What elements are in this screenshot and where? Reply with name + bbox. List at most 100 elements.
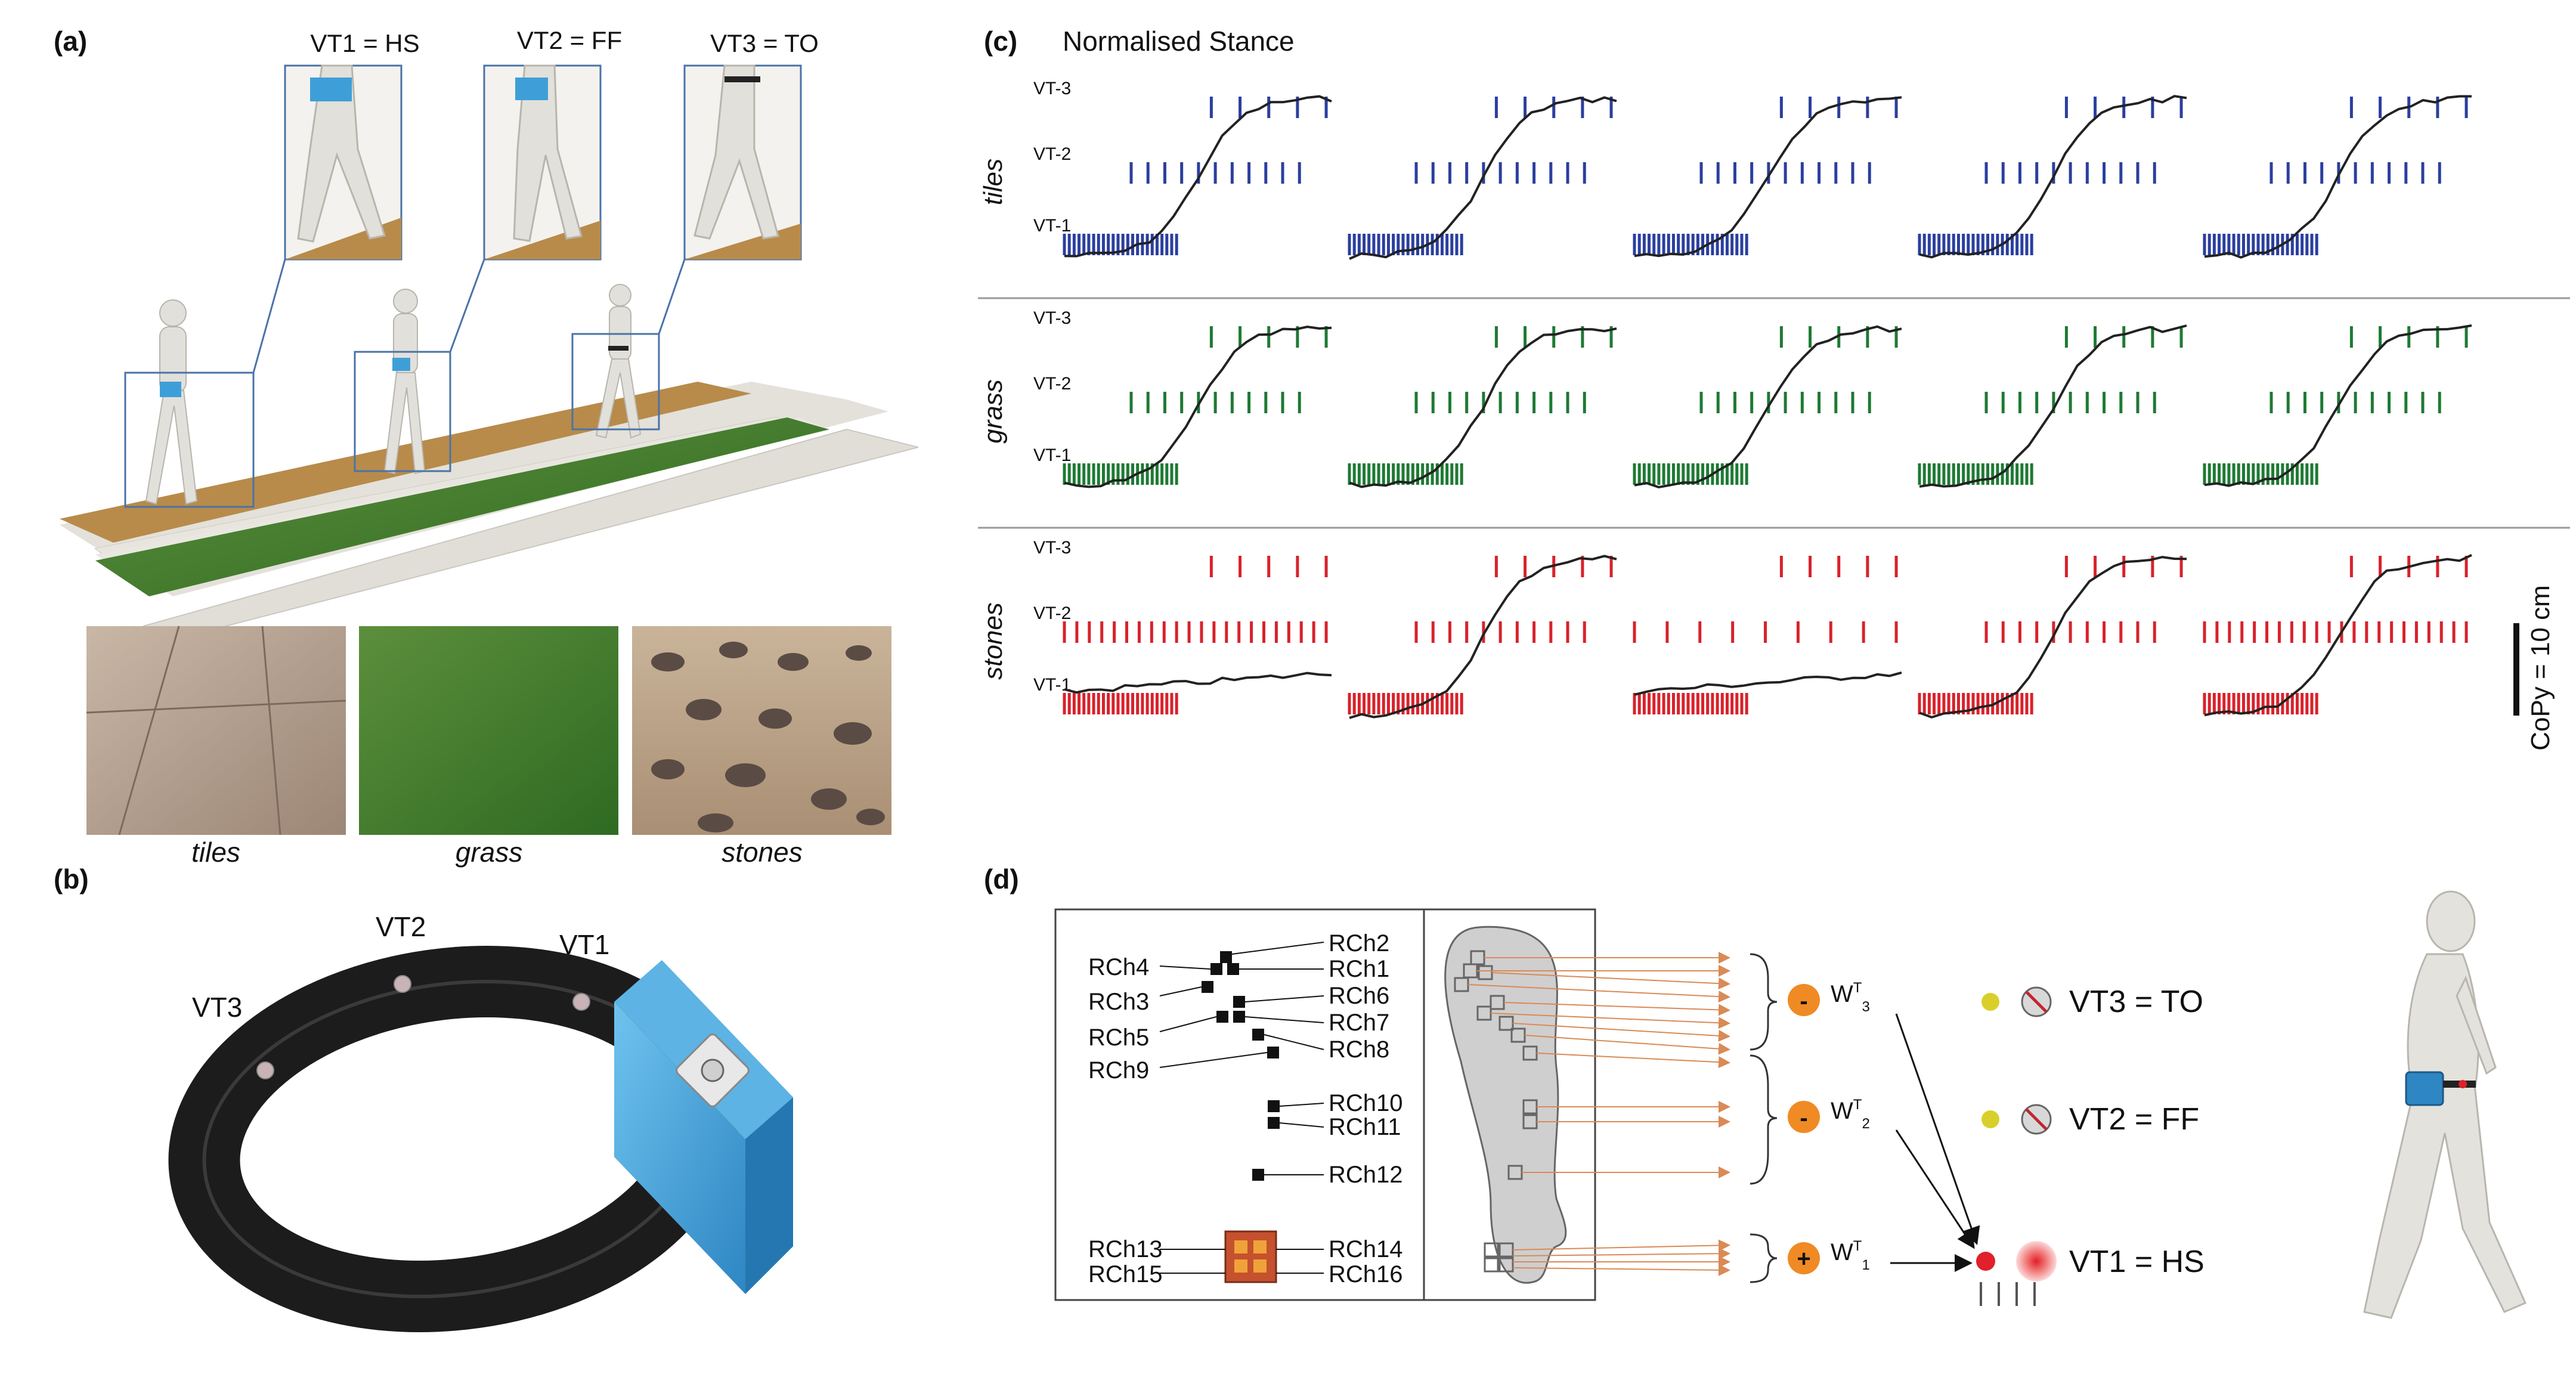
output-label-vt1: VT1 = HS	[2069, 1245, 2205, 1279]
panel-b-letter: (b)	[54, 863, 89, 895]
belt-label-vt1: VT1	[559, 929, 609, 960]
level-label: VT-2	[1033, 603, 1071, 623]
channel-label-rch5: RCh5	[1088, 1025, 1149, 1051]
channel-label-rch7: RCh7	[1329, 1010, 1389, 1036]
cop-trace	[1634, 671, 1902, 696]
stones-pebbles	[651, 642, 885, 832]
output-neuron	[1976, 1252, 1995, 1271]
weight-labels: WT3 WT2 WT1	[1831, 980, 1870, 1273]
leader-lines	[1159, 942, 1324, 1274]
channel-label-rch15: RCh15	[1088, 1261, 1163, 1287]
channel-label-rch1: RCh1	[1329, 956, 1389, 982]
panel-b: (b) VT3 VT2 VT1	[54, 863, 793, 1333]
panel-d-letter: (d)	[984, 863, 1019, 895]
weight-nodes: - - +	[1788, 984, 1820, 1274]
walker-with-belt	[2363, 890, 2527, 1319]
channel-label-rch13: RCh13	[1088, 1236, 1163, 1262]
belt-device-box	[614, 960, 793, 1294]
idle-neuron-vt3	[1981, 993, 1999, 1011]
belt-label-vt3: VT3	[192, 992, 242, 1023]
panel-c-letter: (c)	[984, 26, 1017, 57]
grass-photo	[359, 626, 618, 835]
weight-node-3	[1788, 984, 1820, 1016]
channel-label-rch4: RCh4	[1088, 954, 1149, 980]
level-label: VT-1	[1033, 445, 1071, 465]
active-glow-vt1	[2016, 1241, 2057, 1282]
selection-boxes	[124, 259, 686, 508]
cop-trace	[2204, 95, 2472, 259]
panel-d: (d)	[984, 863, 2527, 1319]
channel-label-rch10: RCh10	[1329, 1090, 1403, 1116]
channel-label-rch16: RCh16	[1329, 1261, 1403, 1287]
scale-bar-label: CoPy = 10 cm	[2526, 585, 2555, 751]
callout-label-vt2: VT2 = FF	[517, 26, 622, 54]
output-label-vt3: VT3 = TO	[2069, 985, 2203, 1019]
level-label: VT-1	[1033, 216, 1071, 236]
channel-labels: RCh4 RCh3 RCh5 RCh9 RCh13 RCh15 RCh2 RCh…	[1088, 930, 1403, 1287]
output-label-vt2: VT2 = FF	[2069, 1102, 2199, 1137]
weight-sign-3: -	[1800, 988, 1807, 1014]
cop-trace	[1349, 96, 1617, 260]
channel-label-rch3: RCh3	[1088, 989, 1149, 1015]
cop-trace	[1064, 95, 1332, 258]
level-label: VT-1	[1033, 675, 1071, 695]
level-label: VT-3	[1033, 308, 1071, 328]
panel-a-letter: (a)	[54, 26, 87, 57]
raster-plots: tilesVT-3VT-2VT-1grassVT-3VT-2VT-1stones…	[979, 79, 2472, 719]
channel-label-rch11: RCh11	[1329, 1114, 1401, 1140]
channel-label-rch9: RCh9	[1088, 1057, 1149, 1084]
weight-node-2	[1788, 1101, 1820, 1133]
belt-label-vt2: VT2	[376, 911, 426, 942]
level-label: VT-2	[1033, 144, 1071, 164]
weight-label-2: WT2	[1831, 1097, 1870, 1132]
row-label-stones: stones	[979, 602, 1008, 680]
weight-node-1	[1788, 1242, 1820, 1274]
level-label: VT-2	[1033, 374, 1071, 394]
sensor-map-box	[1054, 908, 1596, 1301]
stone-lane	[60, 382, 751, 543]
cop-trace	[2204, 553, 2472, 717]
surface-label-tiles: tiles	[191, 837, 240, 868]
channel-label-rch14: RCh14	[1329, 1236, 1403, 1262]
walker-figures	[145, 284, 642, 505]
cop-trace	[1919, 556, 2187, 719]
surface-label-grass: grass	[456, 837, 522, 868]
channel-label-rch2: RCh2	[1329, 930, 1389, 957]
zoom-callouts	[284, 64, 802, 261]
surface-label-stones: stones	[722, 837, 803, 868]
heel-sensor-block	[1224, 1230, 1277, 1283]
cop-trace	[1064, 325, 1332, 488]
panel-a: (a)	[54, 26, 919, 868]
cop-trace	[1349, 327, 1617, 488]
cop-trace	[1919, 324, 2187, 488]
level-label: VT-3	[1033, 79, 1071, 98]
cop-trace	[1064, 671, 1332, 694]
insole	[1444, 926, 1567, 1284]
insole-sensors	[1454, 950, 1538, 1273]
channel-label-rch6: RCh6	[1329, 983, 1389, 1009]
weight-label-3: WT3	[1831, 980, 1870, 1015]
row-label-grass: grass	[979, 379, 1008, 444]
weight-label-1: WT1	[1831, 1238, 1870, 1273]
callout-label-vt3: VT3 = TO	[710, 29, 819, 57]
channel-squares	[1202, 951, 1280, 1181]
level-label: VT-3	[1033, 538, 1071, 558]
weight-sign-2: -	[1800, 1105, 1807, 1131]
cop-trace	[1349, 555, 1617, 719]
cop-trace	[1919, 95, 2187, 259]
cop-trace	[1634, 325, 1902, 489]
panel-c-title: Normalised Stance	[1063, 26, 1295, 57]
spike-ticks	[1980, 1282, 2036, 1306]
row-label-tiles: tiles	[979, 159, 1008, 205]
grass-lane	[95, 417, 829, 596]
panel-c: (c) Normalised Stance tilesVT-3VT-2VT-1g…	[978, 26, 2570, 751]
tiles-photo	[86, 626, 346, 835]
braces	[1750, 953, 1778, 1283]
weight-sign-1: +	[1797, 1246, 1810, 1272]
neuron-arrows	[1890, 1013, 1980, 1272]
sensor-arrows	[1467, 952, 1730, 1276]
callout-label-vt1: VT1 = HS	[310, 29, 419, 57]
channel-label-rch12: RCh12	[1329, 1162, 1403, 1188]
cop-trace	[2204, 324, 2472, 487]
